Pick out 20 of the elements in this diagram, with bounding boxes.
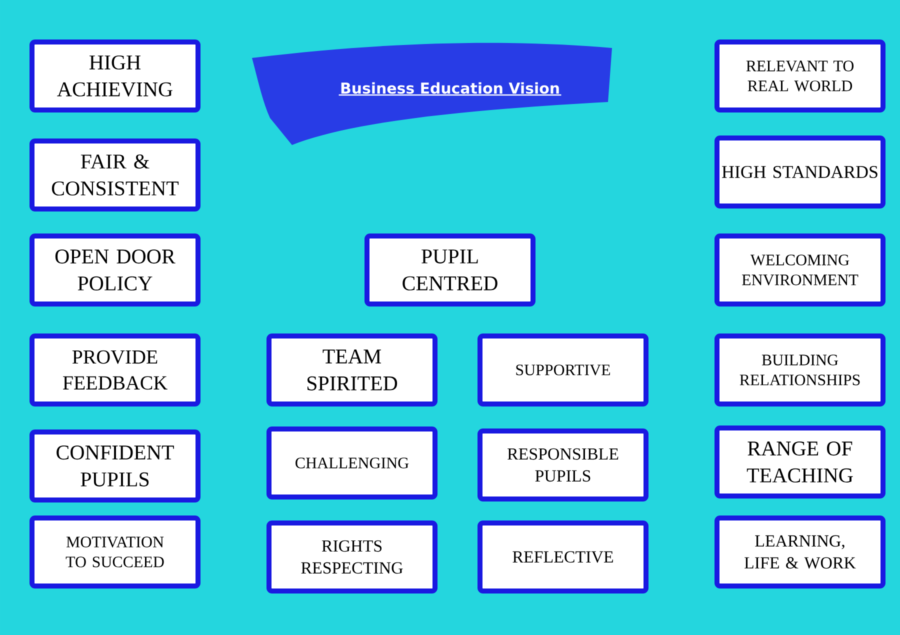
vision-box: RIGHTS RESPECTING <box>266 520 438 594</box>
vision-box: REFLECTIVE <box>478 520 648 594</box>
vision-box: WELCOMING ENVIRONMENT <box>714 234 886 306</box>
vision-box: HIGH STANDARDS <box>714 136 886 208</box>
vision-box: TEAM SPIRITED <box>266 334 438 406</box>
vision-box: FAIR & CONSISTENT <box>30 138 200 212</box>
vision-box: HIGH ACHIEVING <box>30 40 200 112</box>
vision-box: LEARNING, LIFE & WORK <box>714 516 886 588</box>
vision-box: PUPIL CENTRED <box>364 234 536 306</box>
vision-box: PROVIDE FEEDBACK <box>30 334 200 406</box>
vision-box: RELEVANT TO REAL WORLD <box>714 40 886 112</box>
vision-box: RESPONSIBLE PUPILS <box>478 428 648 502</box>
vision-box: RANGE OF TEACHING <box>714 426 886 498</box>
vision-box: SUPPORTIVE <box>478 334 648 406</box>
vision-box: CONFIDENT PUPILS <box>30 430 200 502</box>
vision-box: BUILDING RELATIONSHIPS <box>714 334 886 406</box>
vision-box: CHALLENGING <box>266 426 438 500</box>
banner-title: Business Education Vision <box>338 82 562 96</box>
vision-box: MOTIVATION TO SUCCEED <box>30 516 200 588</box>
vision-box: OPEN DOOR POLICY <box>30 234 200 306</box>
